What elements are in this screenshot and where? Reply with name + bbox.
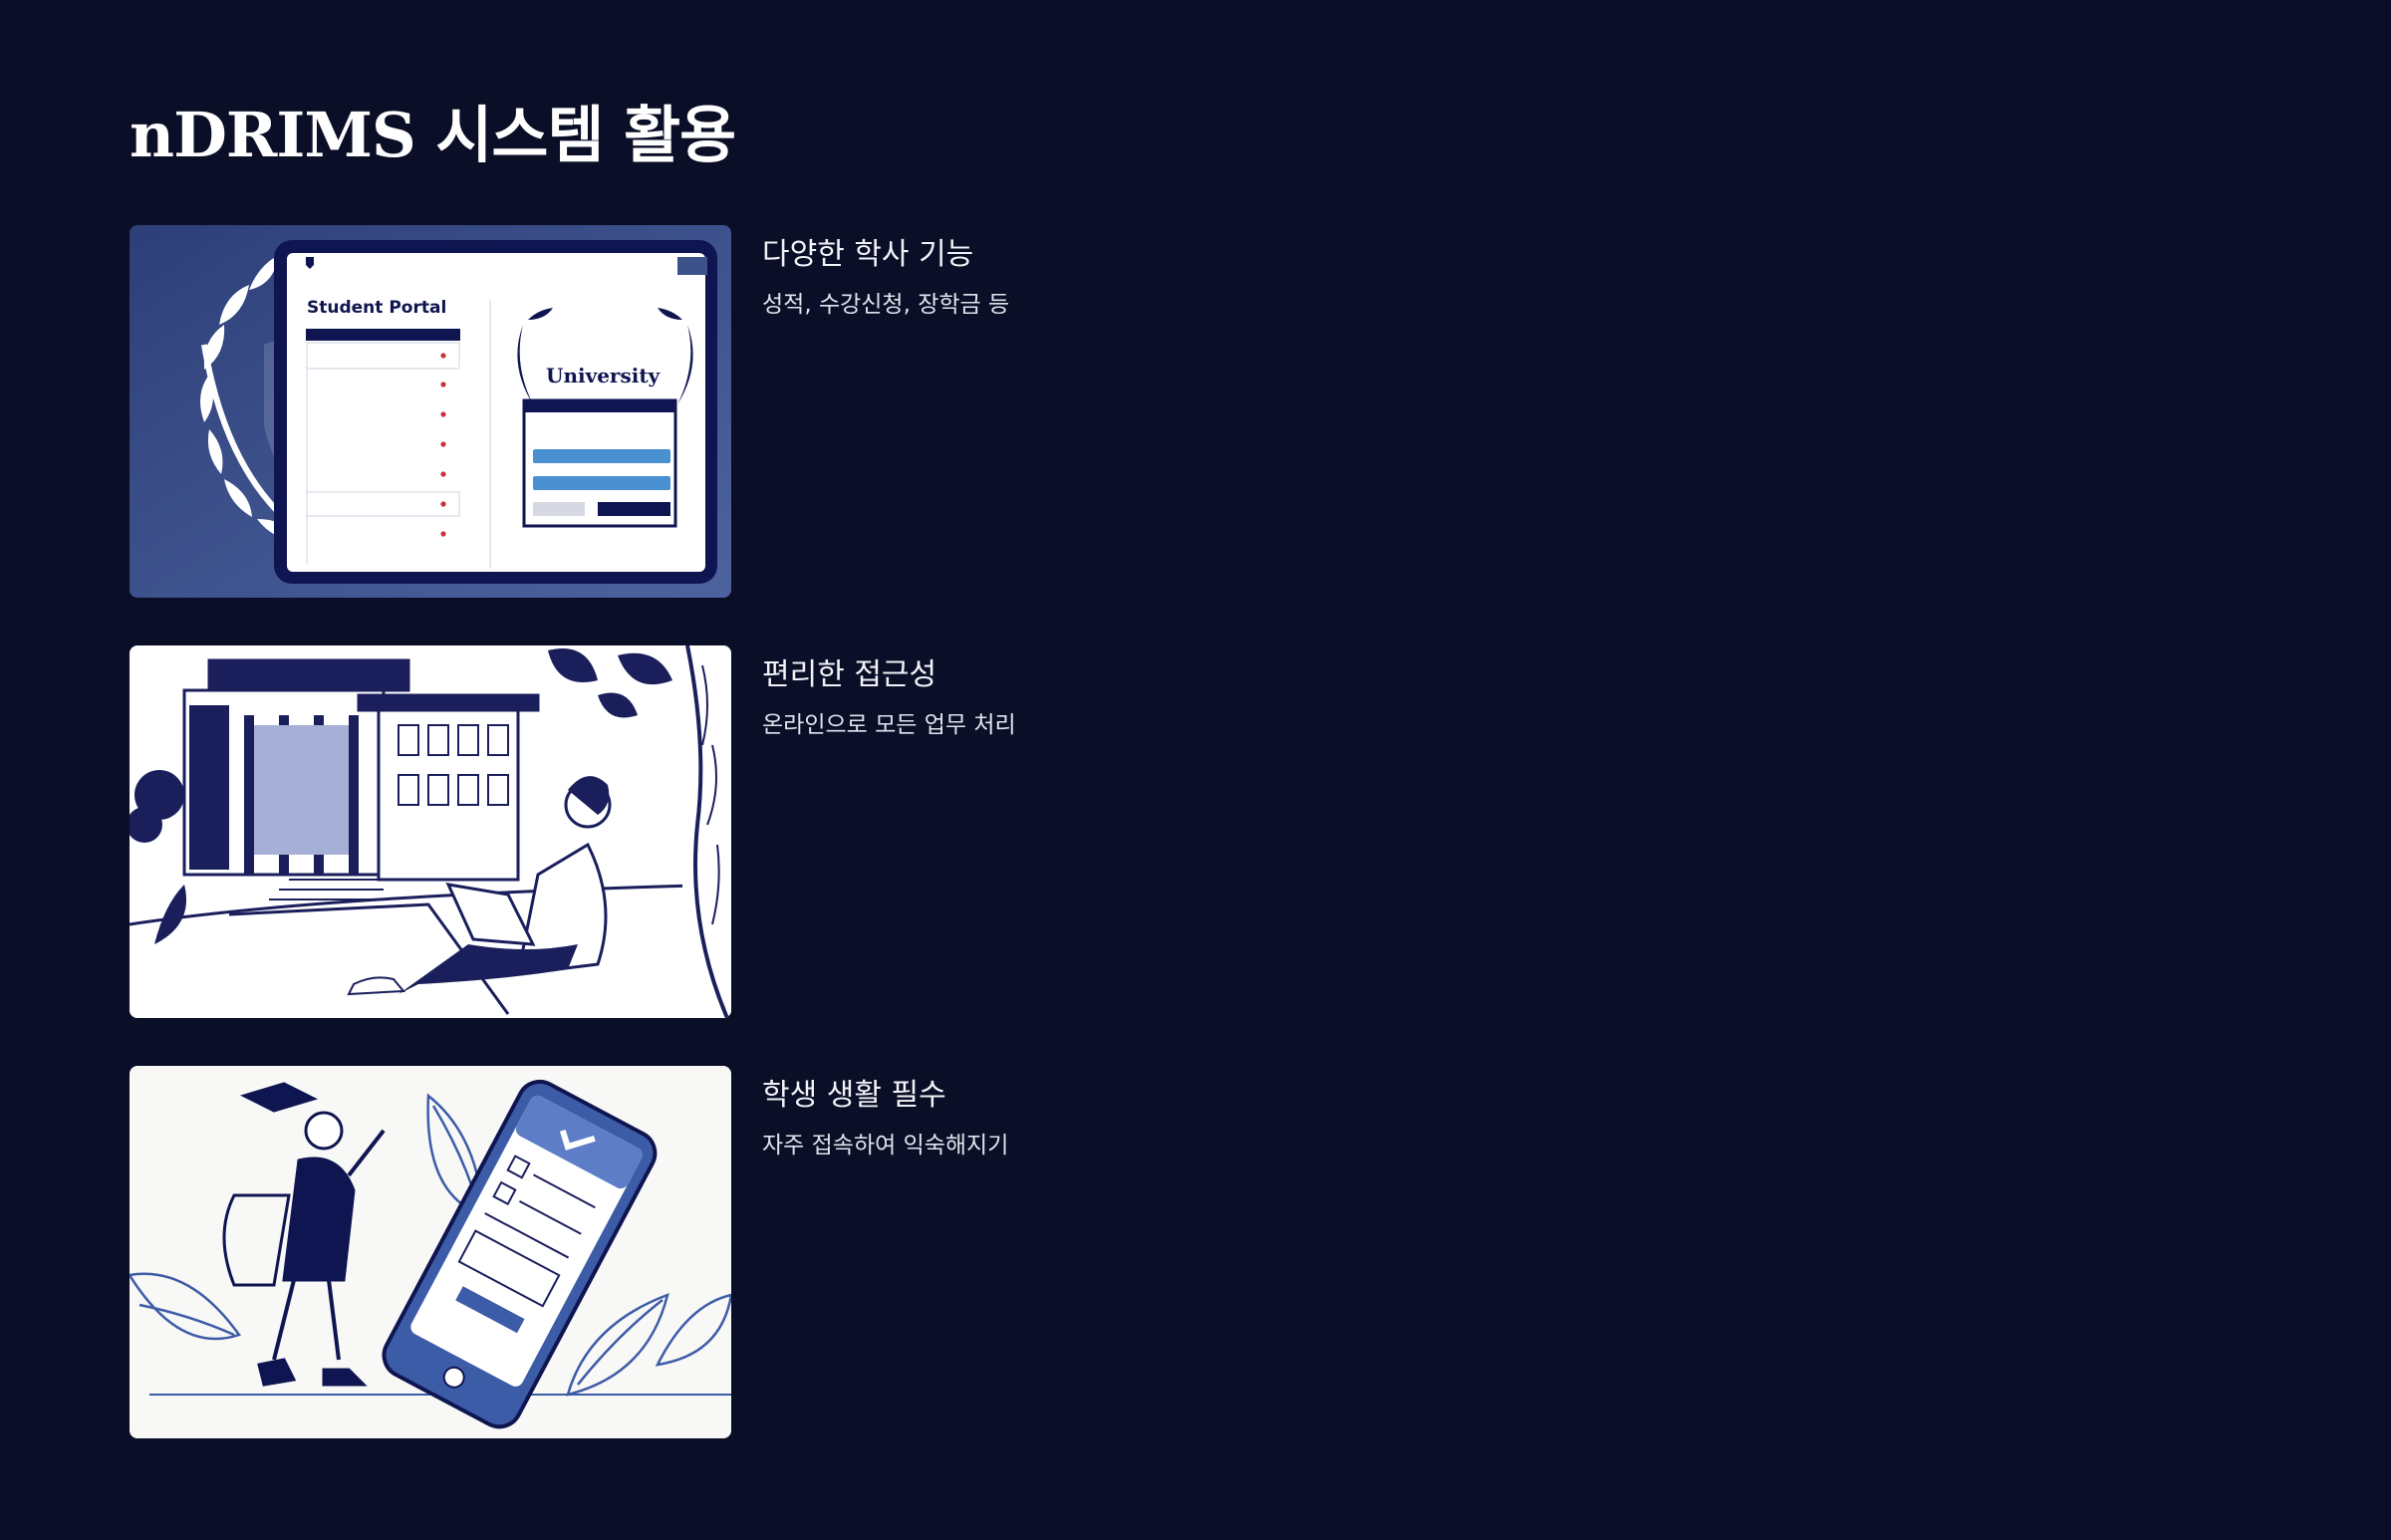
feature-item-essential: 학생 생활 필수 자주 접속하여 익숙해지기	[130, 1066, 2321, 1438]
graduate-phone-illustration	[130, 1066, 731, 1438]
feature-heading: 편리한 접근성	[762, 657, 937, 692]
feature-heading: 학생 생활 필수	[762, 1078, 946, 1113]
page-title: nDRIMS 시스템 활용	[130, 99, 736, 171]
feature-item-access: 편리한 접근성 온라인으로 모든 업무 처리	[130, 645, 2321, 1018]
feature-description: 성적, 수강신청, 장학금 등	[762, 292, 1010, 318]
feature-heading: 다양한 학사 기능	[762, 237, 974, 272]
student-portal-illustration: Student Portal University	[130, 225, 731, 598]
student-portal-label: Student Portal	[307, 298, 446, 318]
feature-description: 자주 접속하여 익숙해지기	[762, 1133, 1009, 1158]
campus-laptop-illustration	[130, 645, 731, 1018]
feature-item-academic: Student Portal University	[130, 225, 2321, 598]
feature-description: 온라인으로 모든 업무 처리	[762, 712, 1016, 738]
university-label: University	[546, 364, 662, 387]
